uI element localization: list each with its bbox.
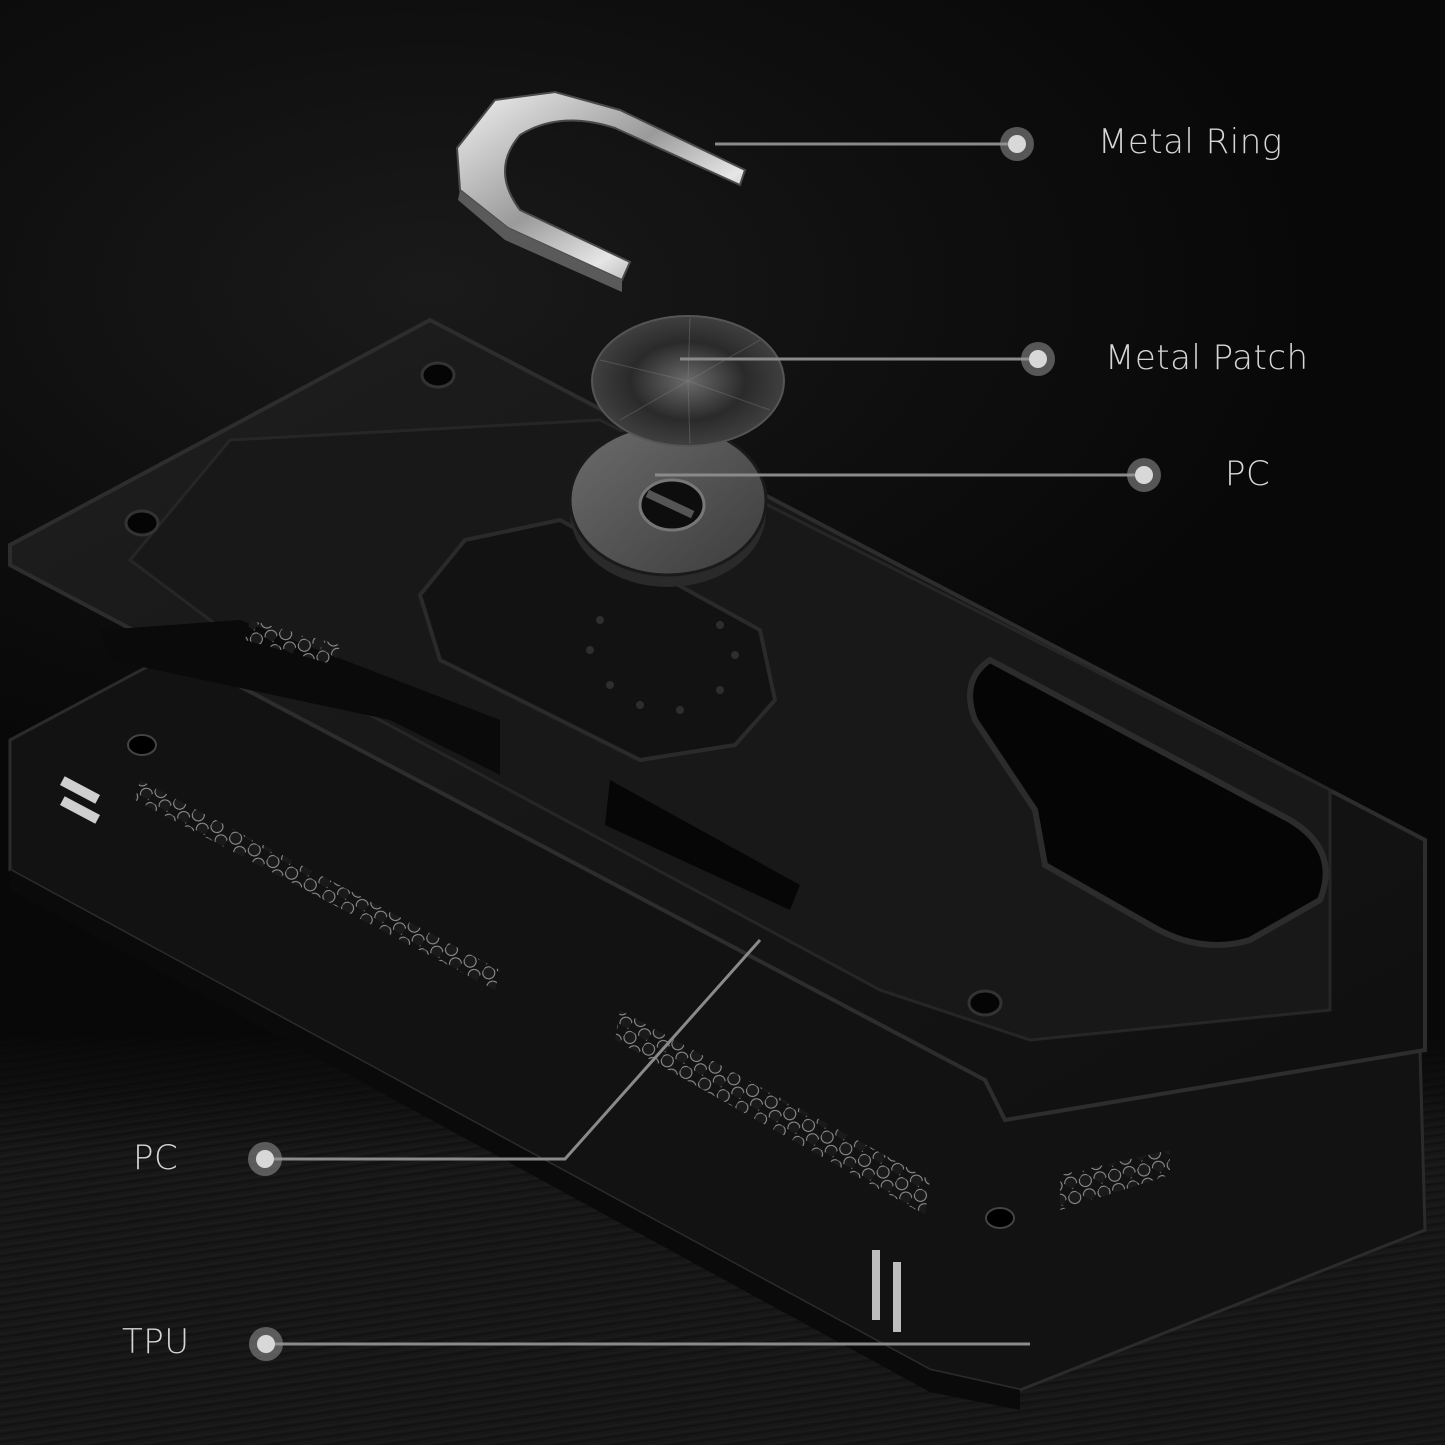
tpu-shell	[8, 658, 1427, 1410]
callout-dot-metal-ring	[1000, 127, 1034, 161]
callout-line-pc-bottom	[265, 939, 762, 1161]
label-metal-patch: Metal Patch	[1105, 338, 1309, 378]
label-metal-ring: Metal Ring	[1098, 122, 1283, 162]
pc-frame	[8, 317, 1427, 1123]
label-tpu: TPU	[122, 1322, 190, 1362]
metal-ring	[455, 90, 747, 292]
callout-dot-pc-bottom	[248, 1142, 282, 1176]
metal-patch	[591, 315, 785, 447]
label-pc-top: PC	[1225, 454, 1271, 494]
callout-lines	[265, 142, 1144, 1346]
pc-disc	[568, 423, 768, 587]
label-pc-bottom: PC	[133, 1138, 179, 1178]
callout-dot-metal-patch	[1021, 342, 1055, 376]
callout-dot-pc-top	[1127, 458, 1161, 492]
callout-dot-tpu	[249, 1327, 283, 1361]
